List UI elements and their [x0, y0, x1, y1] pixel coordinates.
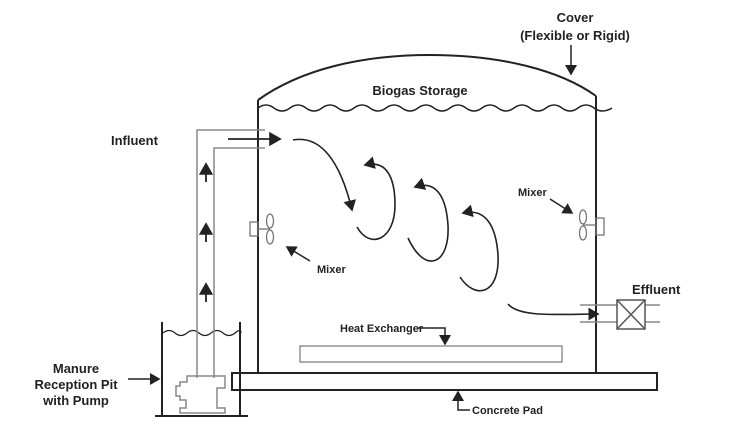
heat-exchanger-label: Heat Exchanger	[340, 323, 424, 335]
mixer-left-label: Mixer	[317, 264, 346, 276]
mixer-right-pointer	[549, 198, 574, 214]
heat-exchanger-pointer	[418, 327, 451, 346]
liquid-surface	[257, 104, 613, 112]
circulation-arrow	[459, 204, 499, 292]
effluent-flow-arrow	[507, 303, 600, 321]
pit-label-1: Manure	[53, 361, 99, 376]
mixer-right-icon	[578, 209, 605, 241]
pit-liquid-surface	[162, 329, 242, 337]
concrete-pad-label: Concrete Pad	[472, 405, 543, 417]
effluent-valve-icon	[616, 299, 646, 330]
pump-icon	[175, 375, 226, 414]
mixer-left-pointer	[285, 246, 311, 262]
mixer-left-icon	[249, 213, 275, 245]
influent-label: Influent	[111, 133, 159, 148]
influent-pipe	[196, 129, 265, 378]
heat-exchanger	[299, 345, 563, 363]
digester-tank	[257, 53, 613, 373]
pit-label-3: with Pump	[42, 393, 109, 408]
circulation-arrows	[292, 138, 600, 321]
effluent-label: Effluent	[632, 282, 681, 297]
circulation-arrow	[292, 138, 356, 212]
circulation-arrow	[356, 156, 396, 241]
concrete-pad-pointer	[452, 390, 470, 411]
cover-dome	[257, 53, 597, 101]
pit-label-2: Reception Pit	[34, 377, 118, 392]
circulation-arrow	[407, 177, 449, 262]
biogas-storage-label: Biogas Storage	[372, 83, 467, 98]
mixer-right-label: Mixer	[518, 187, 547, 199]
cover-label-sub: (Flexible or Rigid)	[520, 28, 630, 43]
concrete-pad	[231, 372, 658, 391]
cover-label: Cover	[557, 10, 594, 25]
reception-pit	[155, 322, 248, 417]
